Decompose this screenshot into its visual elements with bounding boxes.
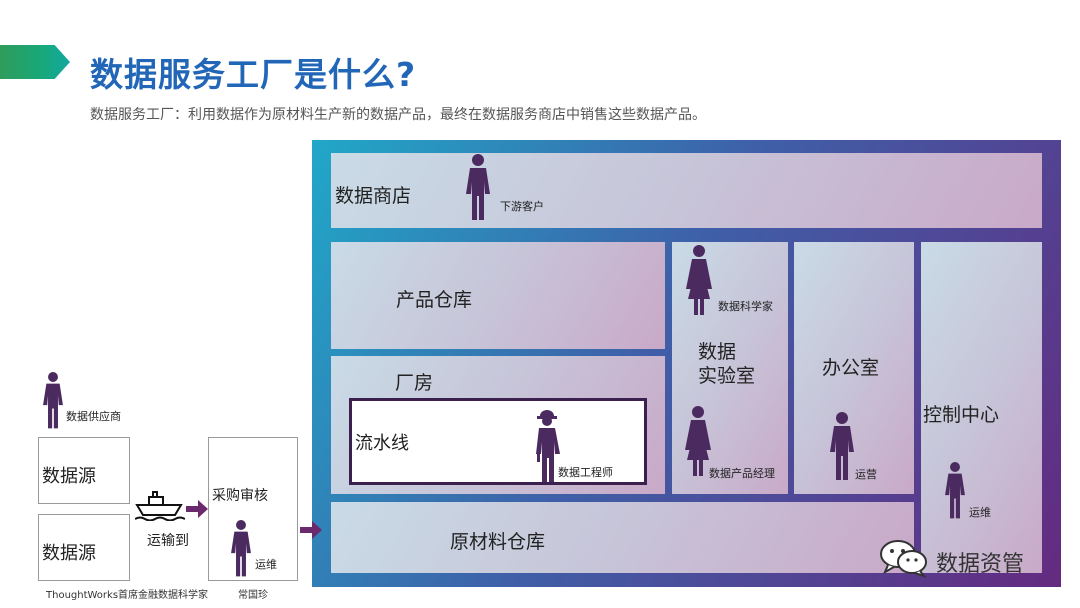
ops-purchase-figure-icon bbox=[229, 520, 253, 578]
purchase-label: 采购审核 bbox=[212, 488, 268, 504]
data-service-factory: 数据商店 产品仓库 厂房 流水线 数据 实验室 办公室 控制中心 原材料仓库 bbox=[312, 140, 1061, 587]
title-accent-arrow bbox=[0, 45, 70, 79]
label-ops-purchase: 运维 bbox=[255, 558, 277, 571]
credit-left: ThoughtWorks首席金融数据科学家 bbox=[46, 590, 209, 601]
room-label-warehouse: 产品仓库 bbox=[396, 289, 473, 311]
arrow-to-factory-icon bbox=[300, 521, 322, 543]
product-manager-figure-icon bbox=[683, 406, 713, 476]
ops-control-figure-icon bbox=[943, 462, 967, 520]
wechat-icon bbox=[878, 538, 930, 582]
room-product-warehouse: 产品仓库 bbox=[331, 242, 665, 349]
purchase-review-box: 采购审核 bbox=[208, 437, 298, 581]
data-source-box-1: 数据源 bbox=[38, 437, 130, 504]
label-engineer: 数据工程师 bbox=[558, 466, 613, 479]
label-customer: 下游客户 bbox=[500, 200, 544, 213]
room-data-shop: 数据商店 bbox=[331, 153, 1042, 228]
ship-icon bbox=[134, 489, 186, 525]
room-control-center: 控制中心 bbox=[921, 242, 1042, 573]
source-label-2: 数据源 bbox=[42, 543, 96, 564]
scientist-figure-icon bbox=[684, 245, 714, 315]
room-raw-warehouse: 原材料仓库 bbox=[331, 502, 914, 573]
label-ops-office: 运营 bbox=[855, 468, 877, 481]
arrow-to-purchase-icon bbox=[186, 500, 208, 522]
room-label-raw: 原材料仓库 bbox=[450, 531, 546, 553]
data-source-box-2: 数据源 bbox=[38, 514, 130, 581]
transport-label: 运输到 bbox=[147, 533, 189, 549]
pipeline-box: 流水线 bbox=[349, 398, 647, 485]
room-label-shop: 数据商店 bbox=[335, 185, 412, 207]
source-label-1: 数据源 bbox=[42, 466, 96, 487]
label-ops-control: 运维 bbox=[969, 506, 991, 519]
supplier-figure-icon bbox=[40, 372, 66, 430]
page-subtitle: 数据服务工厂：利用数据作为原材料生产新的数据产品，最终在数据服务商店中销售这些数… bbox=[90, 107, 706, 123]
room-label-control: 控制中心 bbox=[923, 404, 1000, 426]
room-label-office: 办公室 bbox=[822, 357, 880, 379]
engineer-figure-icon bbox=[531, 410, 563, 482]
room-label-pipeline: 流水线 bbox=[355, 433, 409, 454]
label-supplier: 数据供应商 bbox=[66, 410, 121, 423]
room-label-workshop: 厂房 bbox=[395, 372, 434, 394]
label-scientist: 数据科学家 bbox=[718, 300, 773, 313]
label-product-manager: 数据产品经理 bbox=[709, 467, 775, 480]
ops-office-figure-icon bbox=[828, 412, 856, 482]
room-label-lab: 数据 实验室 bbox=[698, 341, 756, 387]
room-workshop: 厂房 流水线 bbox=[331, 356, 665, 494]
watermark-brand: 数据资管 bbox=[936, 552, 1025, 577]
credit-right: 常国珍 bbox=[238, 590, 268, 601]
customer-figure-icon bbox=[464, 154, 492, 222]
page-title: 数据服务工厂是什么? bbox=[90, 55, 417, 94]
